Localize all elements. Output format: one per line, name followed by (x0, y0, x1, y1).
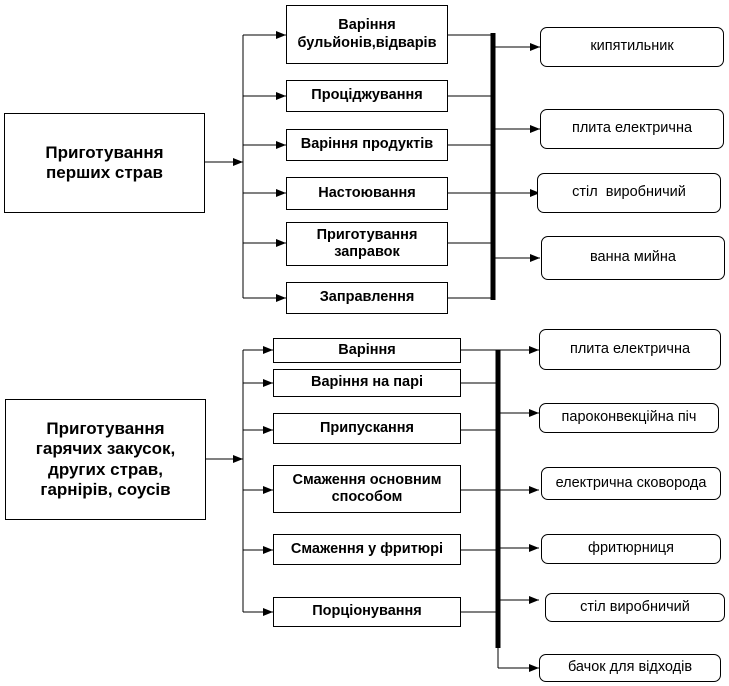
step-deep-frying: Смаження у фритюрі (273, 534, 461, 565)
equipment-electric-pan: електрична сковорода (541, 467, 721, 500)
equipment-work-table-2: стіл виробничий (545, 593, 725, 622)
equipment-washing-tub: ванна мийна (541, 236, 725, 280)
step-frying-basic: Смаження основним способом (273, 465, 461, 513)
step-boiling-products: Варіння продуктів (286, 129, 448, 161)
main-box-first-courses: Приготування перших страв (4, 113, 205, 213)
step-dressing: Заправлення (286, 282, 448, 314)
step-boiling-broths: Варіння бульйонів,відварів (286, 5, 448, 64)
step-poaching: Припускання (273, 413, 461, 444)
equipment-combi-oven: пароконвекційна піч (539, 403, 719, 433)
step-infusing: Настоювання (286, 177, 448, 210)
main-box-hot-dishes: Приготування гарячих закусок, других стр… (5, 399, 206, 520)
equipment-waste-bin: бачок для відходів (539, 654, 721, 682)
equipment-deep-fryer: фритюрниця (541, 534, 721, 564)
step-straining: Проціджування (286, 80, 448, 112)
equipment-electric-stove-2: плита електрична (539, 329, 721, 370)
equipment-work-table: стіл виробничий (537, 173, 721, 213)
step-steaming: Варіння на парі (273, 369, 461, 397)
equipment-boiler: кипятильник (540, 27, 724, 67)
step-boiling: Варіння (273, 338, 461, 363)
step-portioning: Порціонування (273, 597, 461, 627)
step-preparing-dressings: Приготування заправок (286, 222, 448, 266)
equipment-electric-stove: плита електрична (540, 109, 724, 149)
